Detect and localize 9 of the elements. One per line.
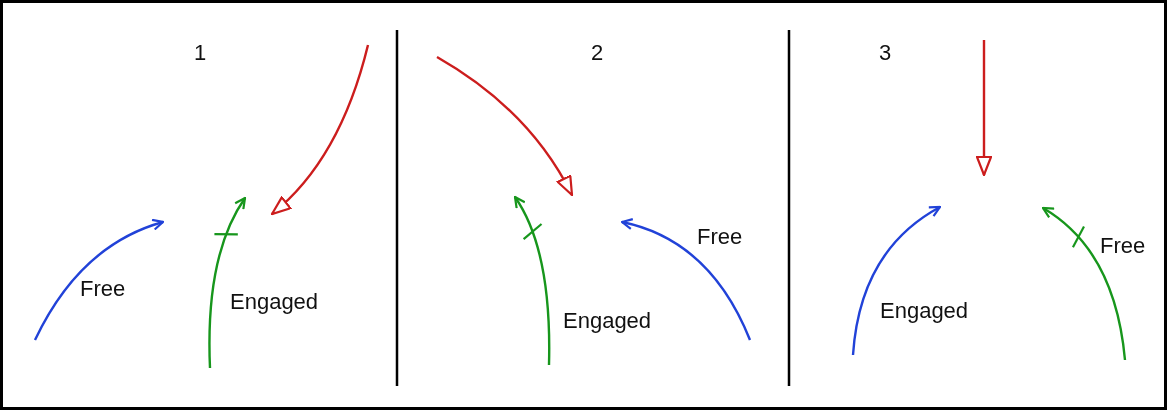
arrow-label: Free <box>1100 233 1146 259</box>
arrow-label: Engaged <box>563 308 652 334</box>
panel-number: 1 <box>194 40 207 66</box>
arrow-label: Engaged <box>230 289 319 315</box>
arrow-label: Engaged <box>880 298 969 324</box>
arrow-label: Free <box>697 224 743 250</box>
arrow-label: Free <box>80 276 126 302</box>
panel-number: 3 <box>879 40 892 66</box>
panel-number: 2 <box>591 40 604 66</box>
